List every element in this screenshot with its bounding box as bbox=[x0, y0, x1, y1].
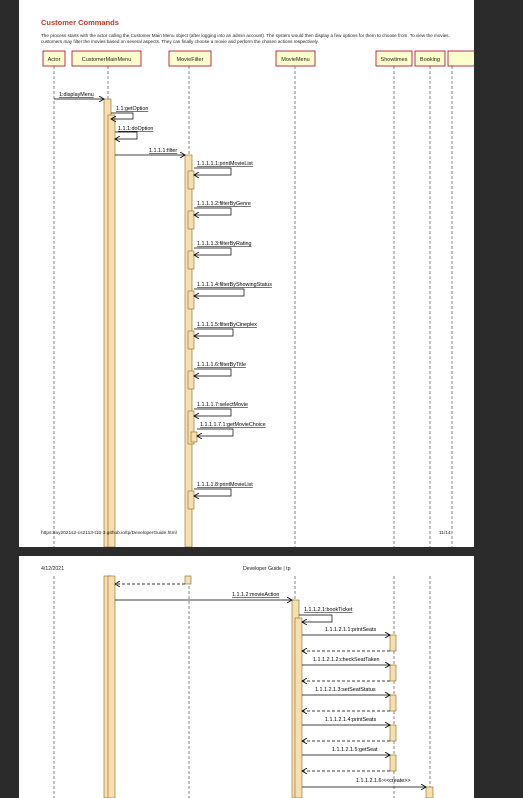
sequence-diagram-part-2: 1.1.1.2:movieAction 1.1.1.2.1:bookTicket… bbox=[53, 575, 434, 798]
message-label: 1.1.1.2.1.1:printSeats bbox=[325, 627, 377, 633]
message-movie-action: 1.1.1.2:movieAction bbox=[115, 592, 292, 600]
lifeline-label: MovieMenu bbox=[281, 57, 309, 63]
message-label: 1.1.1.1.4:filterByShowingStatus bbox=[197, 282, 272, 288]
message-label: 1.1.1.2.1.3:setSeatStatus bbox=[315, 687, 376, 693]
header-title: Developer Guide | tp bbox=[243, 566, 291, 572]
lifeline-label: Booking bbox=[420, 57, 440, 63]
message-label: 1.1:getOption bbox=[116, 106, 148, 112]
lifeline-header-moviefilter: MovieFilter bbox=[168, 50, 212, 67]
message-label: 1.1.1.1.7:selectMovie bbox=[197, 402, 248, 408]
message-print-seats: 1.1.1.2.1.1:printSeats bbox=[302, 627, 390, 651]
message-label: 1.1.1.2.1.5:getSeat bbox=[332, 747, 378, 753]
lifeline-header-customermainmenu: CustomerMainMenu bbox=[71, 50, 142, 67]
message-filter-by-title: 1.1.1.1.6:filterByTitle bbox=[194, 362, 246, 376]
footer-url[interactable]: https://ay2021s2-cs2113-t10-3.github.io/… bbox=[41, 531, 177, 536]
lifeline-label: CustomerMainMenu bbox=[82, 57, 132, 63]
message-create-booking: 1.1.1.2.1.6:<<create>> bbox=[302, 778, 426, 787]
message-get-seat: 1.1.1.2.1.5:getSeat bbox=[302, 747, 390, 771]
message-print-movie-list: 1.1.1.1.1:printMovieList bbox=[194, 161, 253, 175]
message-label: 1.1.1.1.1:printMovieList bbox=[197, 161, 253, 167]
header-date: 4/12/2021 bbox=[41, 566, 65, 572]
message-label: 1.1.1.2.1.6:<<create>> bbox=[356, 778, 411, 784]
message-label: 1.1.1.1.5:filterByCineplex bbox=[197, 322, 257, 328]
message-get-option: 1.1:getOption bbox=[111, 106, 148, 119]
lifeline-label: MovieFilter bbox=[177, 57, 204, 63]
message-label: 1.1.1.1:filter bbox=[149, 148, 177, 154]
message-print-movie-list-2: 1.1.1.1.8:printMovieList bbox=[194, 482, 253, 496]
message-filter: 1.1.1.1:filter bbox=[115, 148, 185, 155]
message-label: 1.1.1.2:movieAction bbox=[232, 592, 279, 598]
activation-bar bbox=[107, 575, 116, 798]
footer-page-number: 11/14 bbox=[439, 531, 451, 536]
lifeline-header-actor: Actor bbox=[42, 50, 66, 67]
message-filter-by-cineplex: 1.1.1.1.5:filterByCineplex bbox=[194, 322, 257, 336]
message-label: 1.1.1.1.8:printMovieList bbox=[197, 482, 253, 488]
lifeline-header-showtimes: Showtimes bbox=[375, 50, 413, 67]
message-label: 1:displayMenu bbox=[59, 92, 94, 98]
message-label: 1.1.1.1.6:filterByTitle bbox=[197, 362, 246, 368]
activation-bar bbox=[107, 114, 116, 547]
message-do-option: 1.1.1:doOption bbox=[115, 126, 153, 139]
message-label: 1.1.1:doOption bbox=[118, 126, 153, 132]
message-label: 1.1.1.1.3:filterByRating bbox=[197, 241, 252, 247]
lifeline-label: Actor bbox=[48, 57, 61, 63]
message-select-movie: 1.1.1.1.7:selectMovie bbox=[194, 402, 248, 416]
activation-bar bbox=[294, 617, 303, 798]
message-filter-by-showing-status: 1.1.1.1.4:filterByShowingStatus bbox=[194, 282, 272, 296]
message-set-seat-status: 1.1.1.2.1.3:setSeatStatus bbox=[302, 687, 390, 711]
lifeline-label: Showtimes bbox=[381, 57, 408, 63]
message-check-seat-taken: 1.1.1.2.1.2:checkSeatTaken bbox=[302, 657, 390, 681]
message-label: 1.1.1.1.7.1:getMovieChoice bbox=[200, 422, 266, 428]
document-page-1: Customer Commands The process starts wit… bbox=[19, 0, 474, 547]
document-page-2: 4/12/2021 Developer Guide | tp bbox=[19, 556, 474, 798]
lifeline-header-booking: Booking bbox=[414, 50, 446, 67]
sequence-diagram-part-1: Actor CustomerMainMenu MovieFilter Movie… bbox=[42, 50, 474, 547]
message-label: 1.1.1.2.1.2:checkSeatTaken bbox=[313, 657, 380, 663]
intro-paragraph: The process starts with the actor callin… bbox=[41, 33, 450, 44]
message-get-movie-choice: 1.1.1.1.7.1:getMovieChoice bbox=[197, 422, 266, 436]
lifeline-header-moviemenu: MovieMenu bbox=[275, 50, 316, 67]
message-book-ticket: 1.1.1.2.1:bookTicket bbox=[299, 607, 353, 622]
message-filter-by-rating: 1.1.1.1.3:filterByRating bbox=[194, 241, 252, 255]
message-label: 1.1.1.2.1.4:printSeats bbox=[325, 717, 377, 723]
activation-bar bbox=[184, 154, 193, 547]
message-print-seats-2: 1.1.1.2.1.4:printSeats bbox=[302, 717, 390, 741]
message-label: 1.1.1.2.1:bookTicket bbox=[304, 607, 353, 613]
message-label: 1.1.1.1.2:filterByGenre bbox=[197, 201, 251, 207]
section-heading: Customer Commands bbox=[41, 18, 119, 27]
message-filter-by-genre: 1.1.1.1.2:filterByGenre bbox=[194, 201, 251, 215]
lifeline-header-cut-off bbox=[447, 50, 474, 67]
message-display-menu: 1:displayMenu bbox=[54, 92, 104, 99]
